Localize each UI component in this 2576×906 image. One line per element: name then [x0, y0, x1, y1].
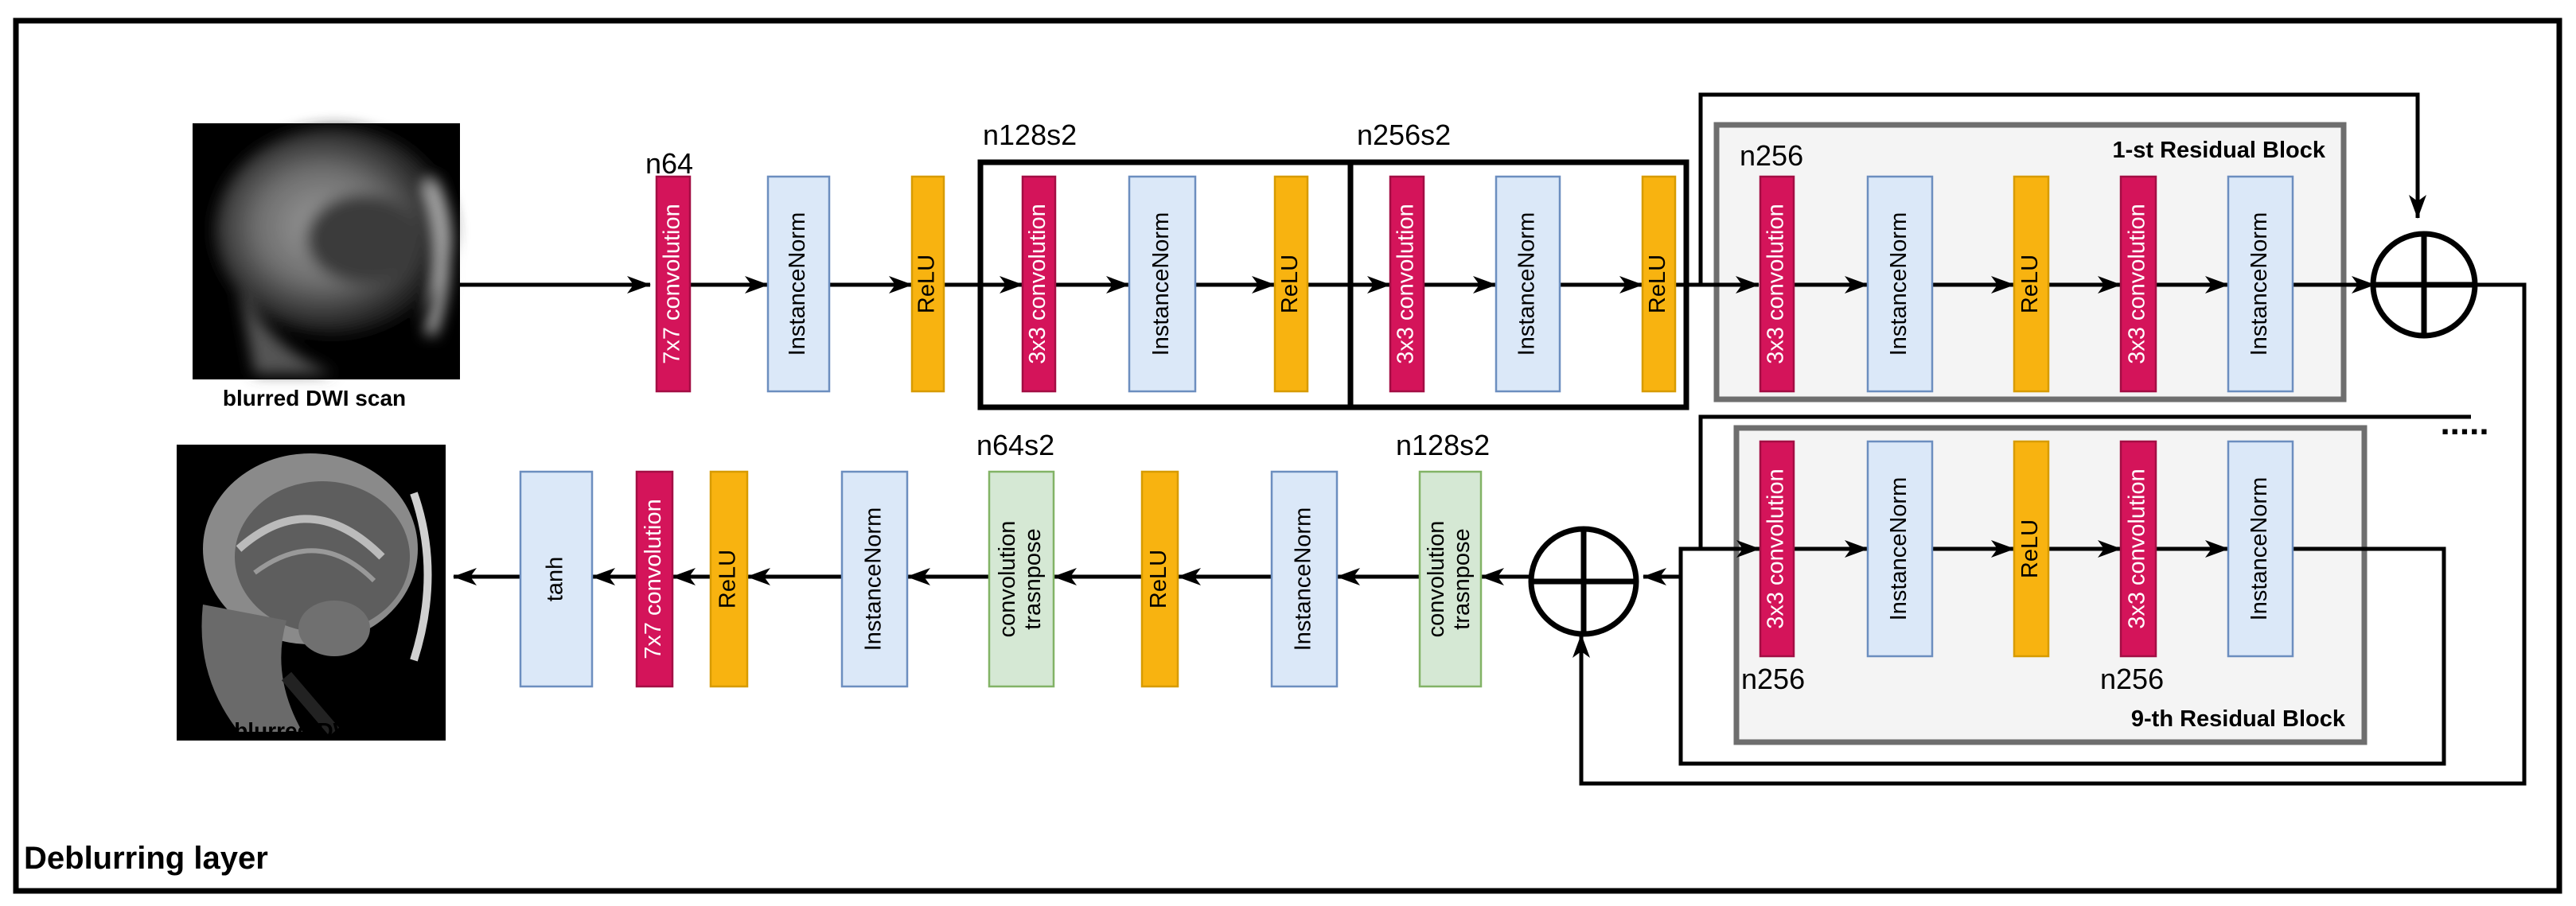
- layer-conv3-down1: 3x3 convolution: [1021, 175, 1057, 393]
- layer-relu-2-label: ReLU: [1277, 255, 1303, 313]
- layer-relu-2: ReLU: [1273, 175, 1309, 393]
- layer-res1-relu-label: ReLU: [2017, 255, 2043, 313]
- layer-res9-norm-b: InstanceNorm: [2227, 440, 2294, 658]
- layer-res9-conv-b: 3x3 convolution: [2119, 440, 2157, 658]
- layer-res1-norm-b-label: InstanceNorm: [2247, 212, 2272, 356]
- tag-n128s2-bottom: n128s2: [1396, 429, 1490, 461]
- layer-res1-norm-b: InstanceNorm: [2227, 175, 2294, 393]
- layer-res9-conv-a: 3x3 convolution: [1759, 440, 1795, 658]
- tag-n256-bottom-right: n256: [2100, 663, 2164, 695]
- layer-conv3-down2-label: 3x3 convolution: [1393, 204, 1419, 364]
- layer-instnorm-2: InstanceNorm: [1128, 175, 1197, 393]
- layer-res1-conv-b: 3x3 convolution: [2119, 175, 2157, 393]
- layer-relu-1-label: ReLU: [914, 255, 940, 313]
- layer-convtranspose-2-label: convolution: [995, 521, 1020, 638]
- layer-res9-relu: ReLU: [2013, 440, 2050, 658]
- layer-conv7-out-label: 7x7 convolution: [641, 499, 666, 659]
- layer-instnorm-up2-label: InstanceNorm: [861, 507, 887, 651]
- residual-dots: .....: [2440, 403, 2488, 442]
- layer-instnorm-up2: InstanceNorm: [840, 470, 909, 688]
- layer-conv7-in: 7x7 convolution: [655, 175, 692, 393]
- layer-relu-up1: ReLU: [1140, 470, 1179, 688]
- layer-instnorm-3: InstanceNorm: [1495, 175, 1561, 393]
- layer-convtranspose-1-label: trasnpose: [1449, 528, 1475, 629]
- blurred-dwi-image: [193, 123, 460, 379]
- residual-block-1-label: 1-st Residual Block: [2112, 138, 2325, 163]
- deblurred-dwi-image: [177, 445, 446, 741]
- layer-instnorm-2-label: InstanceNorm: [1148, 212, 1174, 356]
- tag-n256-bottom-left: n256: [1741, 663, 1805, 695]
- tag-n256s2: n256s2: [1357, 119, 1451, 151]
- layer-res9-norm-a: InstanceNorm: [1866, 440, 1934, 658]
- residual-block-9-label: 9-th Residual Block: [2131, 706, 2346, 732]
- layer-relu-out-label: ReLU: [715, 550, 741, 609]
- layer-instnorm-up1-label: InstanceNorm: [1291, 507, 1316, 651]
- layer-res1-conv-a: 3x3 convolution: [1759, 175, 1795, 393]
- layer-res1-relu: ReLU: [2013, 175, 2050, 393]
- add-node-top: [2370, 231, 2478, 339]
- layer-tanh: tanh: [519, 470, 594, 688]
- add-node-bottom: [1528, 526, 1639, 637]
- layer-instnorm-3-label: InstanceNorm: [1514, 212, 1540, 356]
- layer-res9-conv-b-label: 3x3 convolution: [2125, 469, 2150, 629]
- layer-relu-3-label: ReLU: [1645, 255, 1670, 313]
- diagram-title: Deblurring layer: [24, 841, 268, 876]
- layer-relu-1: ReLU: [910, 175, 945, 393]
- layer-convtranspose-2-label: trasnpose: [1020, 528, 1046, 629]
- layer-conv3-down2: 3x3 convolution: [1389, 175, 1425, 393]
- tag-n64s2: n64s2: [976, 429, 1054, 461]
- layer-res9-norm-b-label: InstanceNorm: [2247, 477, 2272, 621]
- input-caption: blurred DWI scan: [223, 386, 406, 410]
- layer-res1-norm-a: InstanceNorm: [1866, 175, 1934, 393]
- layer-instnorm-up1: InstanceNorm: [1270, 470, 1339, 688]
- layer-res9-relu-label: ReLU: [2017, 519, 2043, 578]
- layer-convtranspose-1-label: convolution: [1424, 521, 1449, 638]
- output-caption: deblurred DWI scan: [208, 718, 418, 743]
- layer-tanh-label: tanh: [543, 557, 568, 601]
- layer-relu-up1-label: ReLU: [1146, 550, 1171, 609]
- tag-n128s2-top: n128s2: [983, 119, 1077, 151]
- layer-res1-norm-a-label: InstanceNorm: [1886, 212, 1912, 356]
- layer-res9-conv-a-label: 3x3 convolution: [1763, 469, 1789, 629]
- layer-res1-conv-b-label: 3x3 convolution: [2125, 204, 2150, 364]
- layer-instnorm-1-label: InstanceNorm: [785, 212, 810, 356]
- layer-conv7-in-label: 7x7 convolution: [660, 204, 685, 364]
- tag-n64: n64: [645, 147, 693, 180]
- connections: [453, 92, 2527, 786]
- layer-conv3-down1-label: 3x3 convolution: [1025, 204, 1050, 364]
- layer-res1-conv-a-label: 3x3 convolution: [1763, 204, 1789, 364]
- layer-res9-norm-a-label: InstanceNorm: [1886, 477, 1912, 621]
- layer-relu-3: ReLU: [1641, 175, 1677, 393]
- layer-instnorm-1: InstanceNorm: [766, 175, 831, 393]
- layer-conv7-out: 7x7 convolution: [635, 470, 674, 688]
- layer-relu-out: ReLU: [709, 470, 749, 688]
- tag-n256-top: n256: [1740, 139, 1803, 172]
